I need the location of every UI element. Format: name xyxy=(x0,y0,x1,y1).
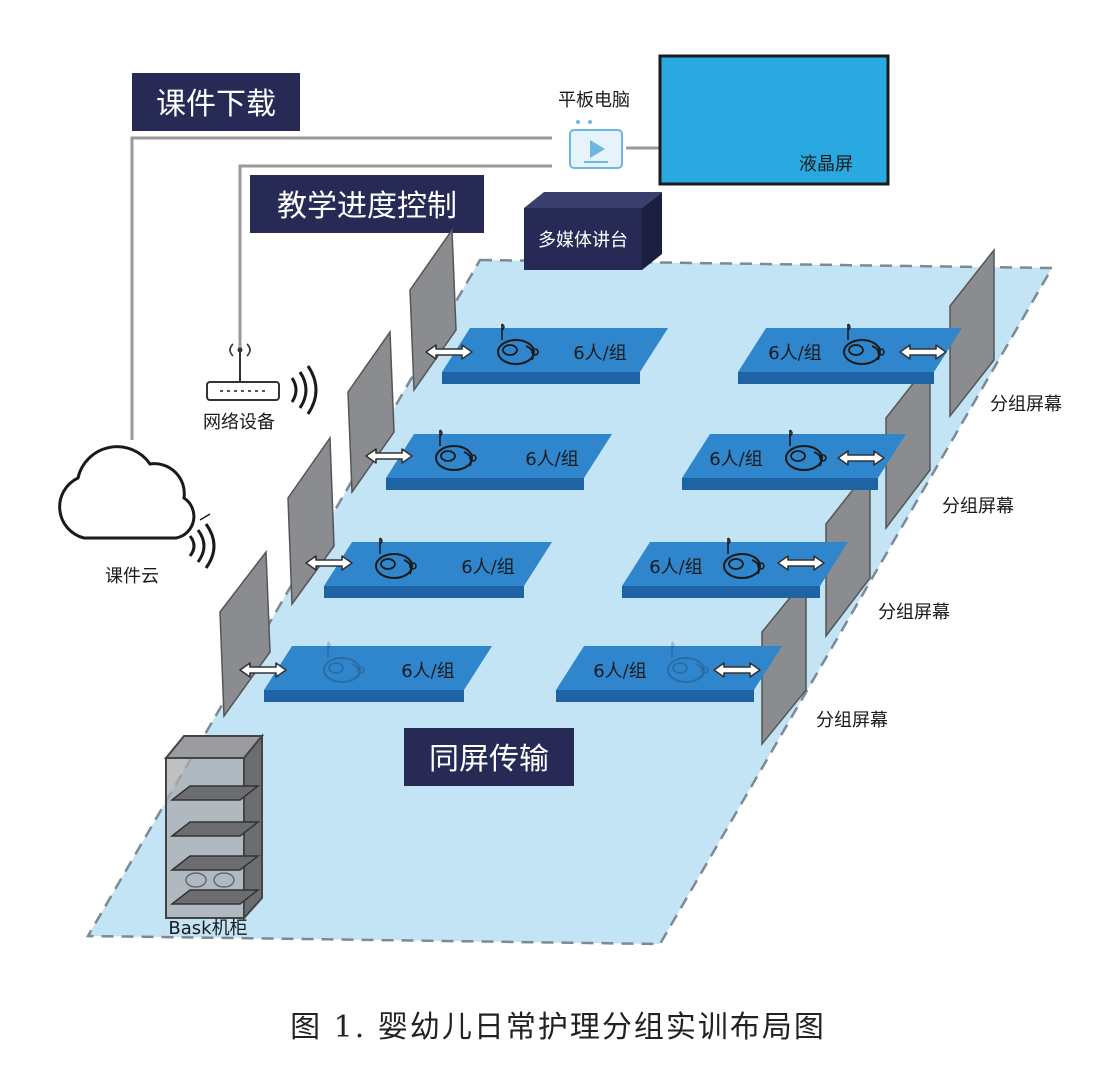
svg-text:6人/组: 6人/组 xyxy=(461,557,515,578)
classroom-floor xyxy=(85,258,1055,946)
tablet-icon xyxy=(569,120,623,169)
svg-text:6人/组: 6人/组 xyxy=(768,343,822,364)
group-table: 6人/组 xyxy=(324,537,552,598)
group-table: 6人/组 xyxy=(682,429,906,490)
group-table: 6人/组 xyxy=(442,323,668,384)
svg-text:6人/组: 6人/组 xyxy=(649,557,703,578)
teaching-progress-label: 教学进度控制 xyxy=(277,189,457,224)
left-group-screens xyxy=(219,227,457,719)
figure-caption: 图 1. 婴幼儿日常护理分组实训布局图 xyxy=(290,1010,826,1045)
group-table: 6人/组 xyxy=(622,537,848,598)
cloud-icon xyxy=(58,445,216,569)
group-table: 6人/组 xyxy=(386,429,612,490)
right-group-screens xyxy=(761,247,995,747)
connection-lines xyxy=(130,136,552,440)
podium-label: 多媒体讲台 xyxy=(538,230,628,251)
courseware-download-label: 课件下载 xyxy=(156,87,276,122)
svg-text:6人/组: 6人/组 xyxy=(573,343,627,364)
group-tables: 6人/组 6人/组 6人/组 6人/组 6人/组 xyxy=(264,323,962,702)
group-table: 6人/组 xyxy=(738,323,962,384)
multimedia-podium: 多媒体讲台 xyxy=(524,192,662,270)
group-table: 6人/组 xyxy=(556,641,782,702)
teaching-progress-box: 教学进度控制 xyxy=(250,175,484,233)
lcd-screen: 液晶屏 xyxy=(658,54,890,186)
group-screen-label: 分组屏幕 xyxy=(878,602,950,623)
left-screen-1 xyxy=(409,227,457,393)
cabinet-label: Bask机柜 xyxy=(168,918,247,939)
group-screen-label: 分组屏幕 xyxy=(816,710,888,731)
right-screen-1 xyxy=(949,247,995,419)
svg-text:6人/组: 6人/组 xyxy=(401,661,455,682)
network-device: 网络设备 xyxy=(203,343,318,433)
left-screen-4 xyxy=(219,549,271,719)
network-label: 网络设备 xyxy=(203,412,275,433)
same-screen-box: 同屏传输 xyxy=(404,728,574,786)
same-screen-label: 同屏传输 xyxy=(429,742,549,777)
courseware-cloud: 课件云 xyxy=(58,445,216,587)
group-table: 6人/组 xyxy=(264,641,492,702)
svg-text:6人/组: 6人/组 xyxy=(593,661,647,682)
cabinet: Bask机柜 xyxy=(163,733,265,939)
svg-text:6人/组: 6人/组 xyxy=(525,449,579,470)
courseware-download-box: 课件下载 xyxy=(132,73,300,131)
cloud-label: 课件云 xyxy=(105,566,159,587)
lcd-label: 液晶屏 xyxy=(799,154,853,175)
group-screen-label: 分组屏幕 xyxy=(990,394,1062,415)
left-screen-2 xyxy=(347,329,395,495)
svg-text:6人/组: 6人/组 xyxy=(709,449,763,470)
left-screen-3 xyxy=(287,435,335,607)
tablet: 平板电脑 xyxy=(558,90,630,169)
router-icon xyxy=(206,343,318,415)
tablet-label: 平板电脑 xyxy=(558,90,630,111)
group-screen-label: 分组屏幕 xyxy=(942,496,1014,517)
